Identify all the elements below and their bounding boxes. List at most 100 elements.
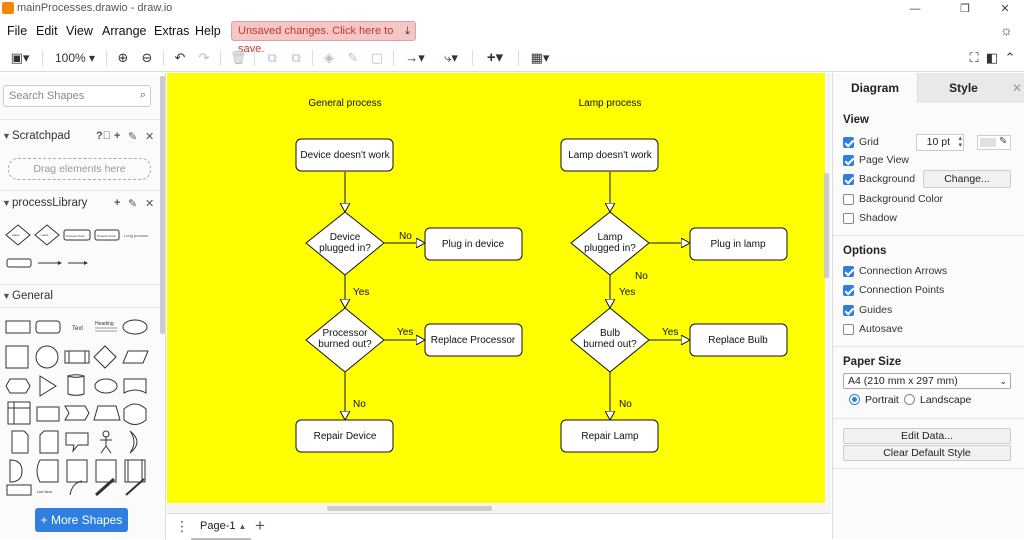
- edit-data-button[interactable]: Edit Data...: [843, 428, 1011, 444]
- to-front-icon[interactable]: ⧉: [267, 50, 277, 65]
- landscape-label: Landscape: [920, 394, 972, 406]
- start-node[interactable]: Lamp doesn't work: [560, 138, 659, 172]
- waypoints-icon[interactable]: ⤷▾: [444, 50, 458, 65]
- connection-icon[interactable]: →▾: [405, 50, 425, 65]
- vertical-scrollbar[interactable]: [824, 173, 829, 278]
- close-panel-icon[interactable]: ✕: [1009, 73, 1024, 103]
- add-icon[interactable]: +: [114, 197, 121, 209]
- decision-node[interactable]: Processor burned out?: [305, 307, 385, 373]
- scratchpad-header[interactable]: ▼ Scratchpad ?⃝ + ✎ ✕: [0, 127, 160, 147]
- diagram-svg[interactable]: General process Device doesn't work Devi…: [167, 73, 825, 503]
- add-page-icon[interactable]: +: [255, 516, 265, 535]
- action-node[interactable]: Replace Bulb: [689, 323, 788, 357]
- paper-size-select[interactable]: A4 (210 mm x 297 mm) ⌄: [843, 373, 1011, 389]
- action-node[interactable]: Plug in device: [424, 227, 523, 261]
- unsaved-changes-banner[interactable]: Unsaved changes. Click here to save. ⤓: [231, 21, 416, 55]
- menu-arrange[interactable]: Arrange: [102, 24, 147, 38]
- help-icon[interactable]: ?⃝: [96, 130, 111, 142]
- minimize-button[interactable]: —: [909, 3, 921, 15]
- background-color-checkbox[interactable]: [843, 194, 854, 205]
- process-library-shapes[interactable]: Long process Label Label Process block P…: [0, 219, 160, 279]
- decision-node[interactable]: Bulb burned out?: [570, 307, 650, 373]
- sidebar-scrollbar[interactable]: [160, 76, 165, 334]
- autosave-checkbox[interactable]: [843, 324, 854, 335]
- landscape-radio[interactable]: [904, 394, 915, 405]
- portrait-radio[interactable]: [849, 394, 860, 405]
- canvas-area[interactable]: General process Device doesn't work Devi…: [167, 73, 831, 513]
- restore-button[interactable]: ❐: [960, 3, 970, 15]
- collapse-icon[interactable]: ⌃: [1004, 50, 1016, 65]
- close-icon[interactable]: ✕: [145, 198, 155, 210]
- download-icon: ⤓: [405, 25, 410, 37]
- add-icon[interactable]: +: [114, 130, 121, 142]
- grid-checkbox[interactable]: [843, 137, 854, 148]
- table-icon[interactable]: ▦▾: [530, 50, 550, 65]
- decision-node[interactable]: Lamp plugged in?: [570, 211, 650, 276]
- page-tab[interactable]: Page-1 ▲: [191, 514, 251, 540]
- start-node[interactable]: Device doesn't work: [295, 138, 394, 172]
- menu-view[interactable]: View: [66, 24, 93, 38]
- shadow-checkbox[interactable]: [843, 213, 854, 224]
- process-library-header[interactable]: ▼ processLibrary + ✎ ✕: [0, 194, 160, 214]
- general-header[interactable]: ▼ General: [0, 287, 160, 307]
- spinner-icon[interactable]: ▴▾: [958, 135, 962, 149]
- horizontal-scrollbar[interactable]: [327, 506, 492, 511]
- pencil-icon: ✎: [999, 136, 1008, 147]
- end-node[interactable]: Repair Lamp: [560, 419, 659, 453]
- insert-icon[interactable]: +▾: [486, 49, 504, 66]
- menu-help[interactable]: Help: [195, 24, 221, 38]
- fill-color-icon[interactable]: ◈: [324, 50, 334, 65]
- pages-menu-icon[interactable]: ⋮: [175, 518, 189, 534]
- action-node[interactable]: Plug in lamp: [689, 227, 788, 261]
- more-shapes-button[interactable]: + More Shapes: [35, 508, 128, 532]
- clear-default-style-button[interactable]: Clear Default Style: [843, 445, 1011, 461]
- action-label: Plug in device: [442, 239, 505, 250]
- close-window-button[interactable]: ✕: [1000, 3, 1010, 15]
- tab-diagram[interactable]: Diagram: [833, 73, 917, 103]
- delete-icon[interactable]: 🗑: [230, 50, 247, 65]
- line-color-icon[interactable]: ✎: [347, 50, 359, 65]
- search-icon[interactable]: ⌕: [139, 89, 146, 101]
- zoom-out-icon[interactable]: ⊖: [141, 50, 153, 65]
- drawio-logo-icon: [2, 2, 14, 14]
- edit-icon[interactable]: ✎: [128, 131, 138, 143]
- start-label: Lamp doesn't work: [568, 150, 653, 161]
- redo-icon[interactable]: ↷: [198, 50, 210, 65]
- scratchpad-drop-zone[interactable]: Drag elements here: [8, 158, 151, 180]
- grid-color-button[interactable]: ✎: [977, 135, 1011, 150]
- background-label: Background: [859, 173, 916, 185]
- fullscreen-icon[interactable]: ⛶: [969, 50, 979, 65]
- page-view-checkbox[interactable]: [843, 155, 854, 166]
- menu-edit[interactable]: Edit: [36, 24, 58, 38]
- close-icon[interactable]: ✕: [145, 131, 155, 143]
- general-process-title: General process: [308, 98, 381, 109]
- end-label: Repair Device: [314, 431, 377, 442]
- shadow-icon[interactable]: ▢: [370, 50, 384, 65]
- menu-file[interactable]: File: [7, 24, 28, 38]
- menu-extras[interactable]: Extras: [154, 24, 190, 38]
- connection-arrows-checkbox[interactable]: [843, 266, 854, 277]
- caret-down-icon: ▼: [2, 131, 11, 141]
- search-input[interactable]: [4, 86, 129, 106]
- diagram-page[interactable]: General process Device doesn't work Devi…: [167, 73, 825, 503]
- tab-style[interactable]: Style: [917, 73, 1009, 103]
- panel-toggle-icon[interactable]: ▣▾: [10, 50, 30, 65]
- edit-icon[interactable]: ✎: [128, 198, 138, 210]
- theme-sun-icon[interactable]: ☼: [1000, 22, 1013, 38]
- background-checkbox[interactable]: [843, 174, 854, 185]
- to-back-icon[interactable]: ⧉: [291, 50, 301, 65]
- end-node[interactable]: Repair Device: [295, 419, 394, 453]
- change-background-button[interactable]: Change...: [923, 170, 1011, 188]
- search-shapes-box[interactable]: ⌕: [3, 85, 151, 107]
- grid-size-input[interactable]: 10 pt ▴▾: [916, 134, 964, 151]
- connection-points-checkbox[interactable]: [843, 285, 854, 296]
- zoom-dropdown[interactable]: 100% ▾: [54, 51, 96, 65]
- general-shapes-palette[interactable]: Text Heading List Item: [0, 313, 160, 498]
- format-panel-icon[interactable]: ◧: [985, 50, 999, 65]
- zoom-in-icon[interactable]: ⊕: [117, 50, 129, 65]
- scratchpad-label: Scratchpad: [12, 130, 71, 142]
- decision-node[interactable]: Device plugged in?: [305, 211, 385, 276]
- action-node[interactable]: Replace Processor: [424, 323, 523, 357]
- guides-checkbox[interactable]: [843, 305, 854, 316]
- undo-icon[interactable]: ↶: [174, 50, 186, 65]
